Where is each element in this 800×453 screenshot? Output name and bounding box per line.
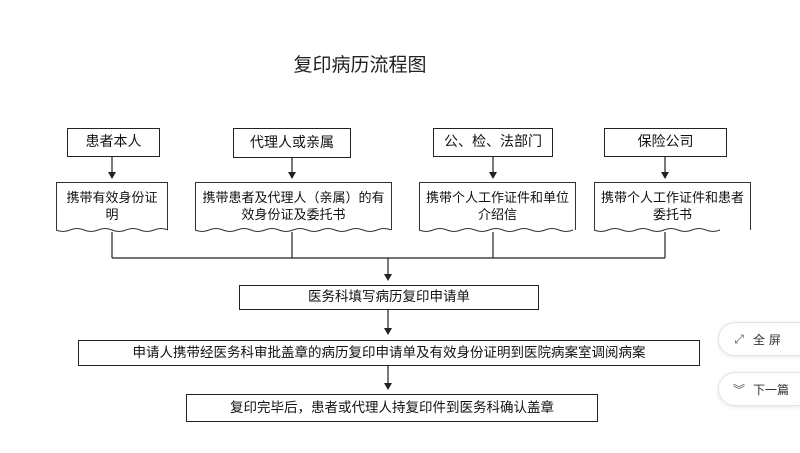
diagram-title: 复印病历流程图	[293, 54, 427, 76]
fullscreen-button[interactable]: ⤢ 全 屏	[718, 322, 800, 356]
doc-legal-dept: 携带个人工作证件和单位介绍信	[419, 182, 576, 230]
fullscreen-label: 全 屏	[753, 332, 781, 347]
flow-connectors	[55, 157, 720, 390]
role-agent-relative: 代理人或亲属	[233, 128, 351, 158]
doc2-wave	[194, 228, 392, 232]
doc-patient: 携带有效身份证明	[56, 182, 168, 230]
double-chevron-down-icon: ︾	[733, 382, 746, 397]
role-insurance: 保险公司	[604, 128, 727, 157]
step-fill-application: 医务科填写病历复印申请单	[239, 285, 539, 310]
doc3-wave	[418, 228, 574, 232]
role-patient: 患者本人	[67, 128, 160, 157]
doc1-wave	[55, 228, 169, 232]
doc4-wave	[593, 228, 720, 232]
expand-icon: ⤢	[734, 331, 744, 346]
doc-agent-relative: 携带患者及代理人（亲属）的有效身份证及委托书	[195, 182, 392, 230]
step-retrieve-records: 申请人携带经医务科审批盖章的病历复印申请单及有效身份证明到医院病案室调阅病案	[78, 340, 700, 366]
doc-insurance: 携带个人工作证件和患者委托书	[594, 182, 751, 230]
next-article-button[interactable]: ︾ 下一篇	[718, 372, 800, 406]
step-confirm-stamp: 复印完毕后，患者或代理人持复印件到医务科确认盖章	[186, 394, 598, 422]
role-legal-dept: 公、检、法部门	[433, 128, 553, 157]
next-article-label: 下一篇	[753, 382, 790, 397]
